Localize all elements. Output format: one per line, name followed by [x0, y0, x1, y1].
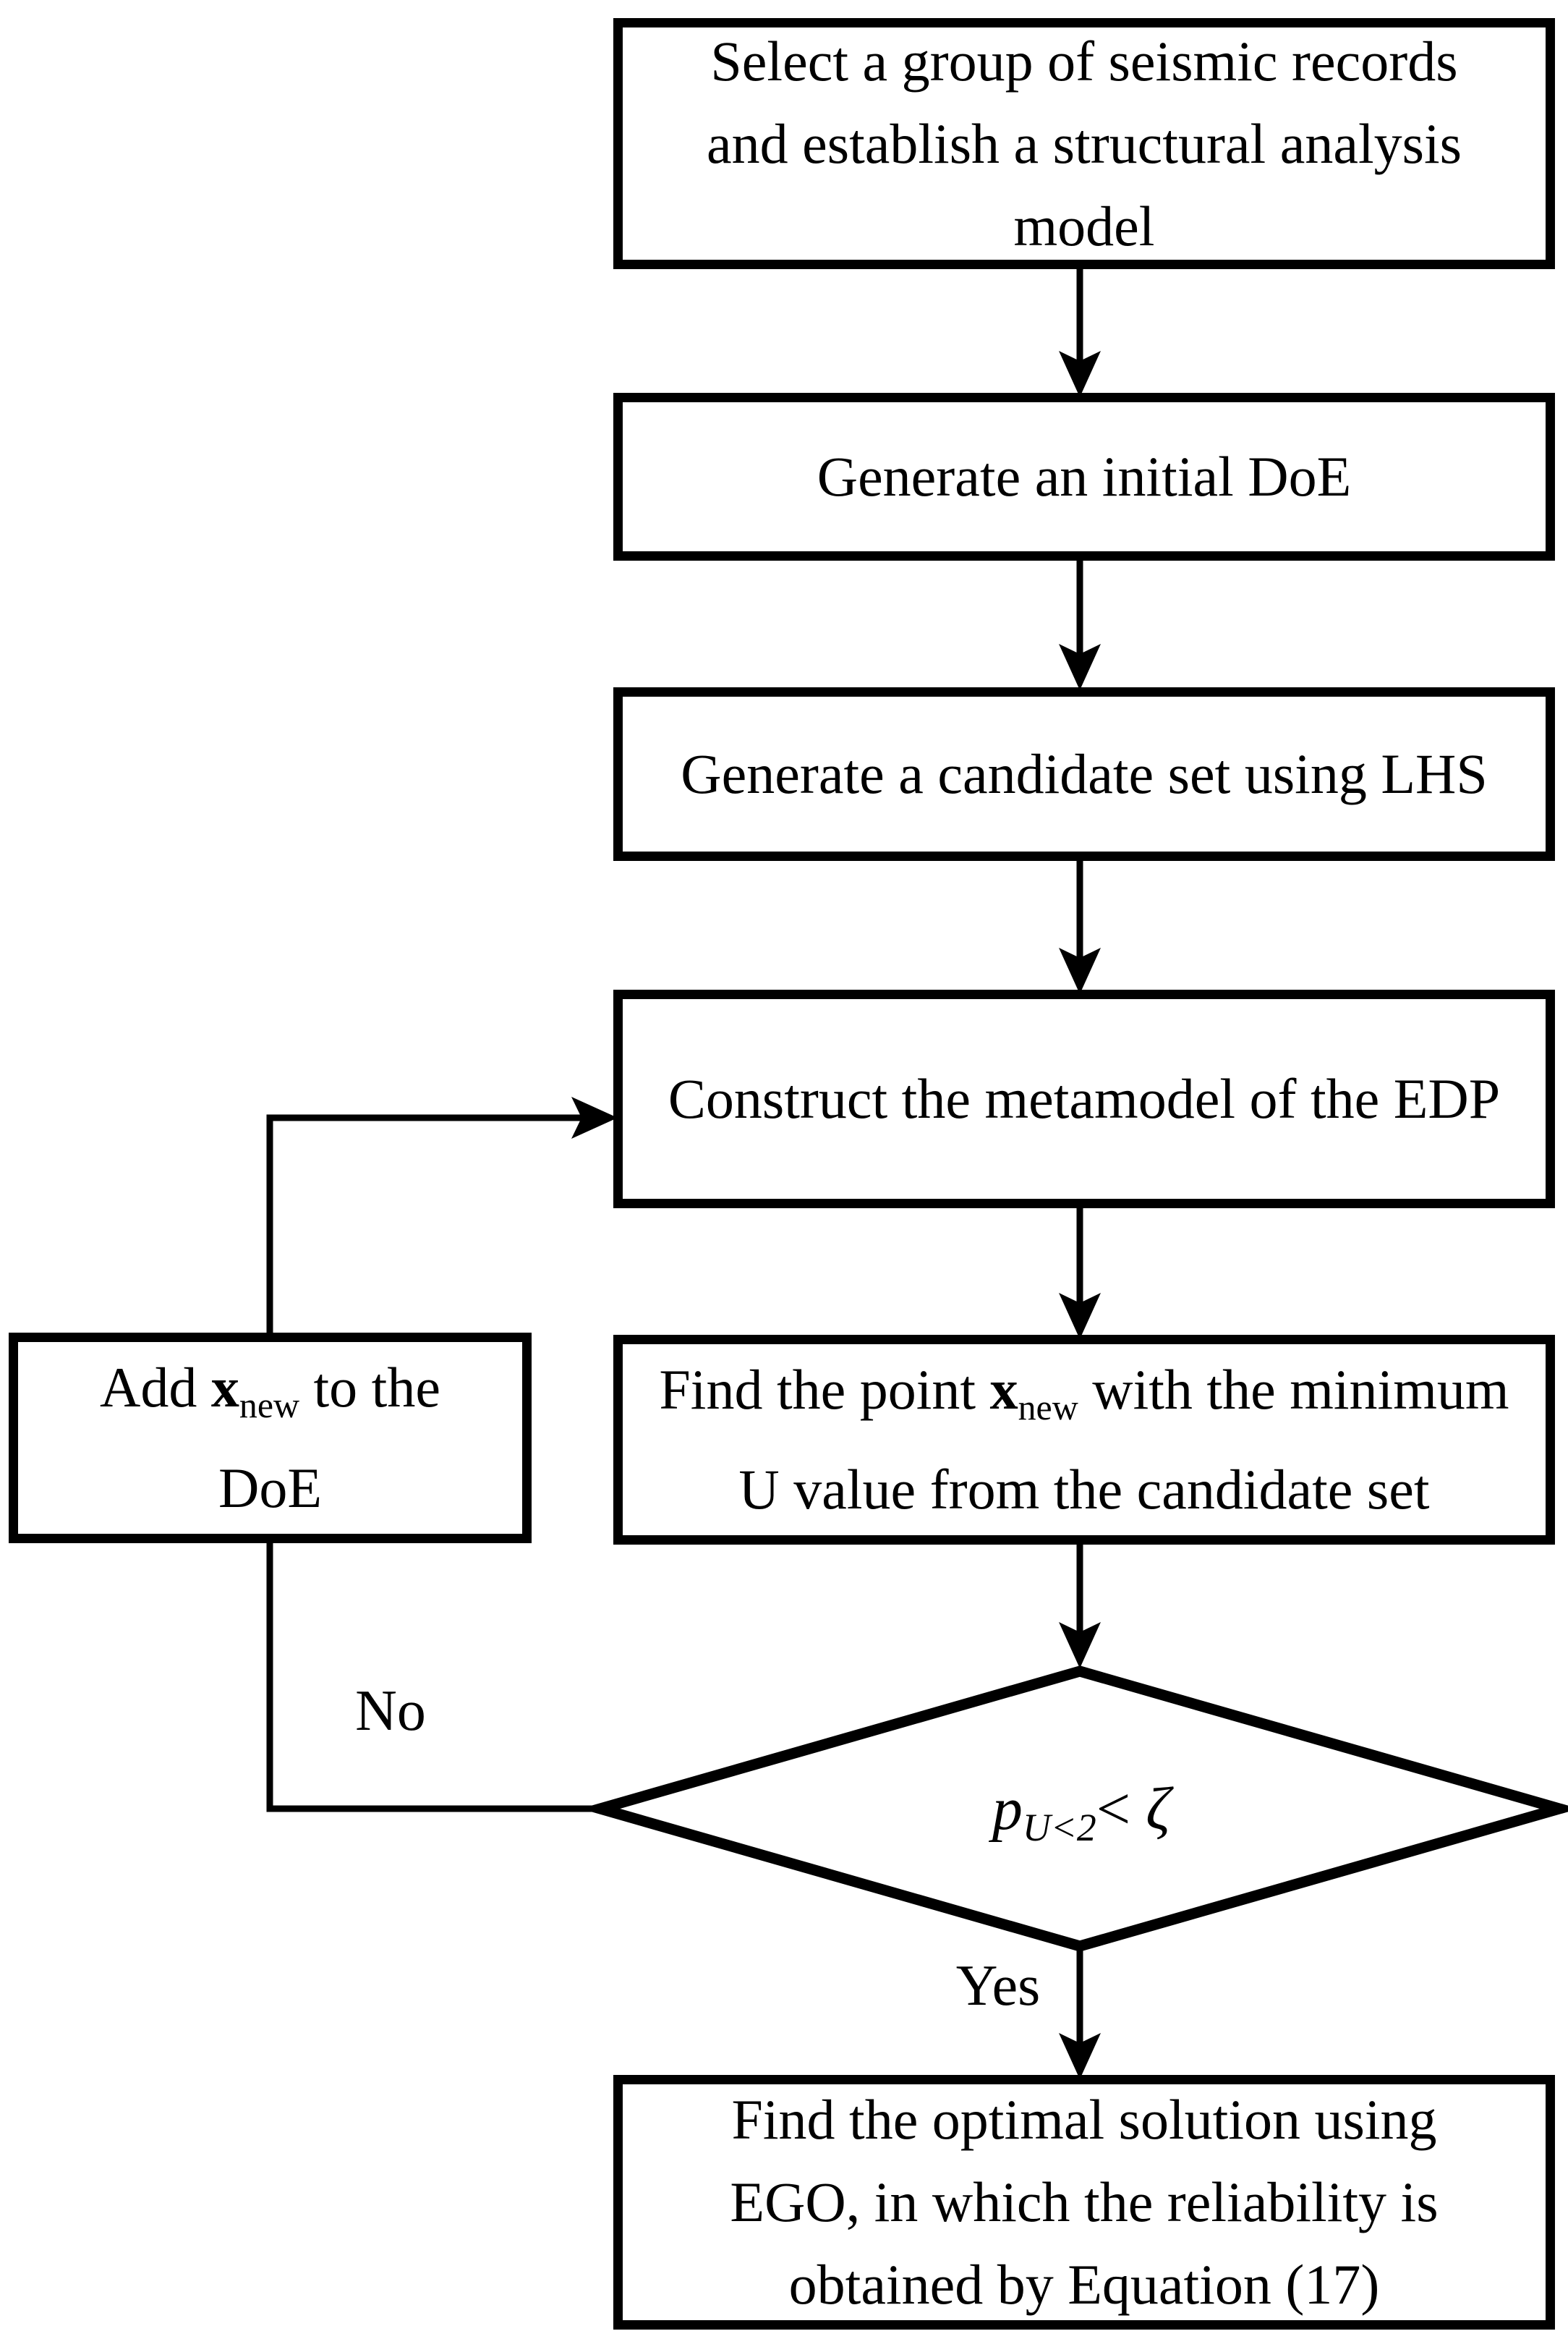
box-select-records: Select a group of seismic records and est… — [613, 18, 1555, 269]
arrow-metamodel-to-find-point — [1059, 1203, 1101, 1339]
arrowhead-down-6 — [1059, 2033, 1101, 2079]
text-line: obtained by Equation (17) — [788, 2253, 1380, 2316]
box-find-point-text: Find the point xnew with the minimum U va… — [659, 1349, 1509, 1532]
text-line: Generate an initial DoE — [817, 445, 1352, 508]
text-line: pU<2< ζ — [992, 1775, 1171, 1850]
box-generate-candidate-set: Generate a candidate set using LHS — [613, 687, 1555, 861]
box-generate-initial-doe: Generate an initial DoE — [613, 393, 1555, 561]
text-line: EGO, in which the reliability is — [730, 2170, 1439, 2233]
box-generate-initial-doe-text: Generate an initial DoE — [817, 436, 1352, 518]
arrowhead-down-5 — [1059, 1622, 1101, 1668]
text-line: Find the point xnew with the minimum — [659, 1357, 1509, 1427]
arrow-candidate-set-to-metamodel — [1059, 856, 1101, 994]
arrowhead-down-2 — [1059, 644, 1101, 690]
label-no: No — [355, 1678, 426, 1743]
text-line: Construct the metamodel of the EDP — [668, 1067, 1501, 1130]
decision-condition-text: pU<2< ζ — [992, 1774, 1170, 1850]
text-line: model — [1013, 194, 1155, 258]
box-construct-metamodel-text: Construct the metamodel of the EDP — [668, 1058, 1500, 1140]
text-line: and establish a structural analysis — [706, 111, 1462, 175]
text-line: Generate a candidate set using LHS — [681, 742, 1488, 805]
arrowhead-down-4 — [1059, 1293, 1101, 1339]
box-generate-candidate-set-text: Generate a candidate set using LHS — [681, 733, 1487, 815]
label-yes: Yes — [955, 1953, 1041, 2018]
arrow-initial-doe-to-candidate-set — [1059, 556, 1101, 690]
loop-connector-to-metamodel — [266, 1097, 618, 1351]
text-line: DoE — [218, 1456, 322, 1519]
text-line: Add xnew to the — [100, 1356, 440, 1425]
no-branch-connector — [266, 1539, 609, 1812]
box-find-point: Find the point xnew with the minimum U va… — [613, 1335, 1555, 1545]
arrowhead-down-3 — [1059, 948, 1101, 994]
arrow-find-point-to-decision — [1059, 1540, 1101, 1668]
text-line: U value from the candidate set — [738, 1458, 1430, 1521]
box-select-records-text: Select a group of seismic records and est… — [707, 20, 1462, 268]
text-line: Find the optimal solution using — [731, 2088, 1437, 2151]
arrow-decision-to-optimal — [1059, 1942, 1101, 2079]
decision-condition: pU<2< ζ — [615, 1707, 1548, 1917]
arrowhead-down-1 — [1059, 351, 1101, 397]
box-construct-metamodel: Construct the metamodel of the EDP — [613, 990, 1555, 1208]
arrowhead-right-loop — [571, 1097, 618, 1139]
decision-diamond-shape — [580, 1665, 1568, 1952]
arrow-select-to-initial-doe — [1059, 262, 1101, 397]
text-line: Select a group of seismic records — [710, 29, 1458, 93]
